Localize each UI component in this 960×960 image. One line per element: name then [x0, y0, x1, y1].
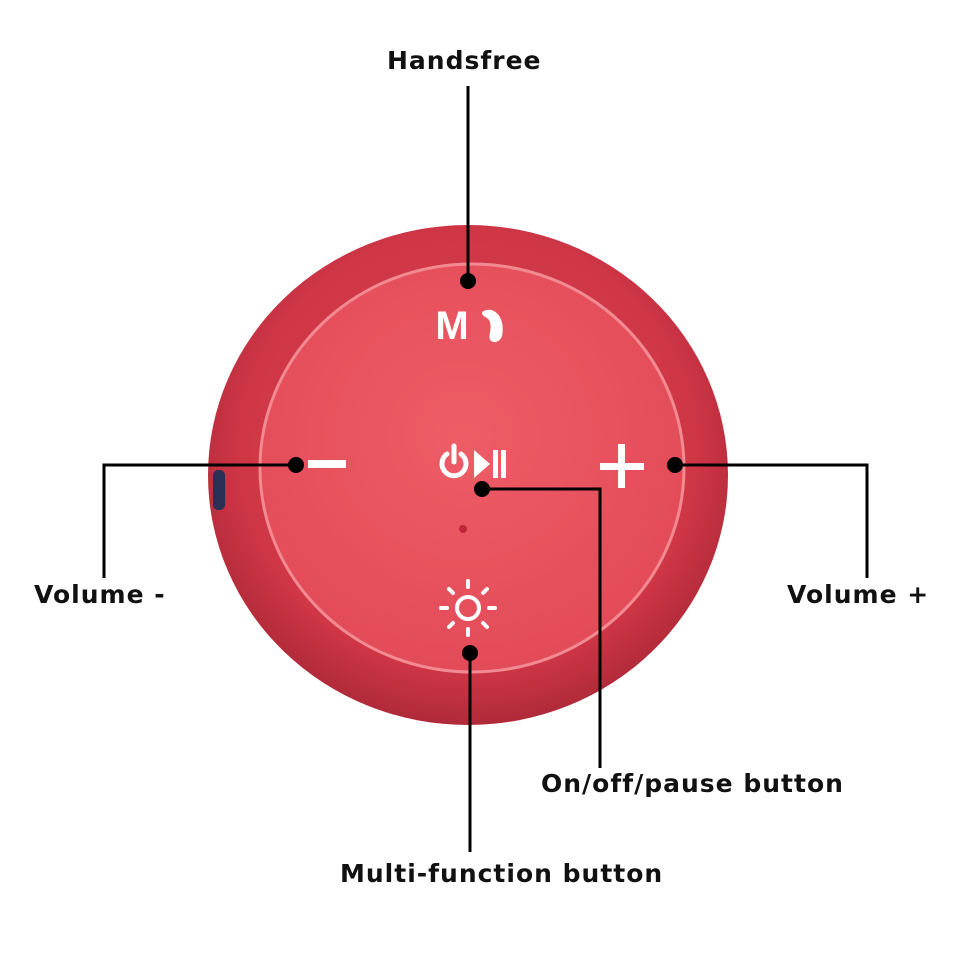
multi-function-button[interactable] — [439, 579, 497, 637]
callout-volume-minus — [102, 463, 296, 578]
callout-dot-handsfree — [460, 273, 476, 289]
callout-dot-multi-function — [462, 645, 478, 661]
sun-icon — [439, 579, 497, 637]
callout-dots — [288, 273, 683, 661]
callout-dot-on-off — [474, 481, 490, 497]
handsfree-button[interactable]: M — [435, 304, 503, 348]
callout-dot-volume-plus — [667, 457, 683, 473]
pause-icon — [493, 450, 506, 478]
on-off-pause-button[interactable] — [439, 443, 506, 479]
label-volume-minus: Volume - — [34, 580, 166, 609]
power-icon — [439, 443, 469, 479]
play-icon — [474, 450, 490, 478]
label-on-off-pause: On/off/pause button — [541, 769, 844, 798]
plus-icon — [600, 444, 644, 488]
label-handsfree: Handsfree — [387, 46, 542, 75]
label-volume-plus: Volume + — [787, 580, 930, 609]
handsfree-m-symbol: M — [435, 304, 468, 348]
label-multi-function: Multi-function button — [340, 859, 664, 888]
minus-icon — [308, 460, 346, 468]
callout-volume-plus — [675, 463, 869, 578]
callout-lines — [102, 86, 869, 852]
volume-plus-button[interactable] — [600, 444, 644, 488]
callout-on-off — [482, 487, 602, 768]
indicator-light — [459, 525, 467, 533]
phone-icon — [482, 309, 503, 343]
volume-minus-button[interactable] — [308, 460, 346, 468]
speaker-face — [258, 262, 686, 674]
callout-dot-volume-minus — [288, 457, 304, 473]
